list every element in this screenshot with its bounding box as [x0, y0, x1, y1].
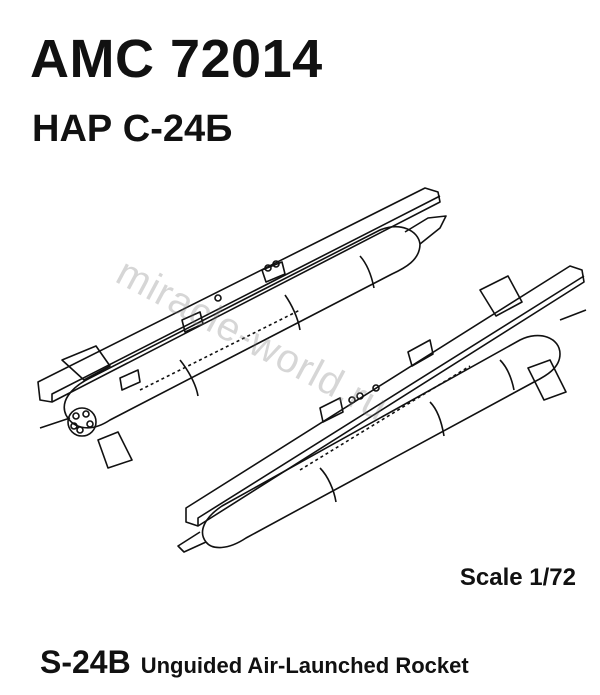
product-subtitle: НАР С-24Б: [32, 108, 233, 150]
rocket-1-drawing: [37, 187, 447, 469]
caption-designation: S-24B: [40, 644, 131, 680]
rocket-2-drawing: [177, 265, 587, 553]
caption: S-24B Unguided Air-Launched Rocket: [40, 646, 469, 678]
scale-label: Scale 1/72: [459, 564, 576, 591]
rocket-illustration: [37, 187, 587, 553]
product-code-title: AMC 72014: [30, 29, 323, 89]
caption-description: Unguided Air-Launched Rocket: [140, 653, 469, 678]
